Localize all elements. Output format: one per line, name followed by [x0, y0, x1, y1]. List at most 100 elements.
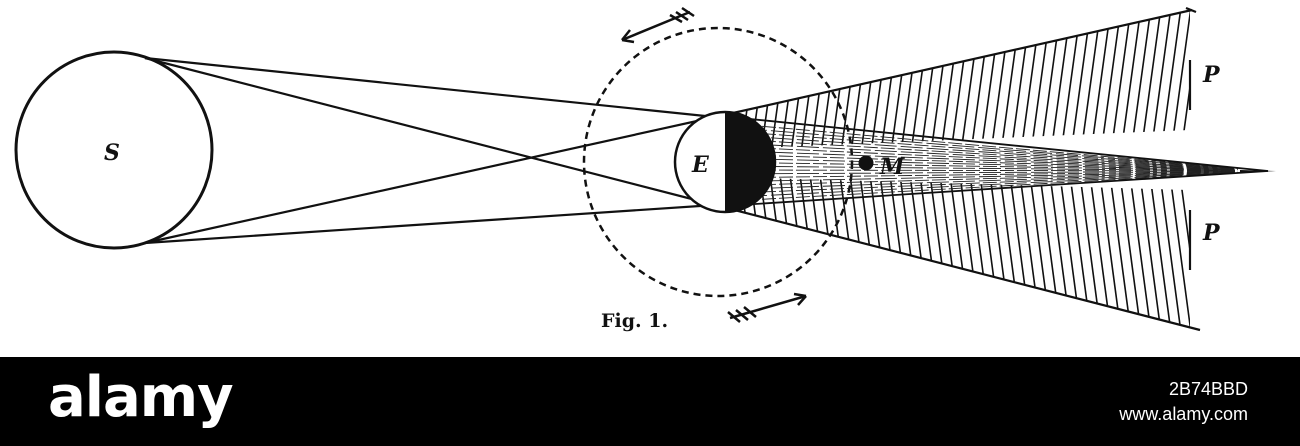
hatch-line: [1079, 178, 1103, 328]
umbra-line: [744, 172, 1239, 197]
hatch-line: [1129, 178, 1153, 328]
hatch-line: [1139, 10, 1163, 148]
hatch-line: [1049, 10, 1073, 148]
umbra-line: [744, 169, 1239, 172]
hatch-line: [1099, 10, 1123, 148]
sun-label: S: [104, 140, 120, 166]
hatch-line: [969, 178, 993, 328]
penumbra-boundaries: [714, 6, 1201, 332]
hatch-line: [969, 10, 993, 148]
watermark-image-id: 2B74BBD: [1168, 379, 1248, 399]
hatch-line: [929, 178, 953, 328]
umbra-line: [744, 170, 1239, 175]
hatch-line: [839, 10, 863, 148]
hatch-line: [939, 178, 963, 328]
umbra-tip: [1240, 170, 1276, 173]
hatch-line: [879, 178, 903, 328]
umbra-line: [744, 158, 1239, 171]
umbra-line: [744, 171, 1239, 186]
eclipse-diagram: S E M P P Fig. 1.: [14, 6, 1276, 340]
hatch-line: [779, 178, 803, 328]
hatch-line: [1169, 10, 1190, 148]
orbit-arrow-bottom: [727, 292, 807, 323]
umbra-line: [744, 171, 1239, 194]
moon: [858, 155, 874, 171]
hatch-line: [799, 10, 823, 148]
umbra-line: [744, 170, 1239, 179]
hatch-line: [959, 10, 983, 148]
hatch-line: [1039, 10, 1063, 148]
hatch-line: [849, 178, 873, 328]
hatch-line: [1069, 10, 1093, 148]
hatch-line: [1149, 178, 1173, 328]
hatch-line: [1200, 175, 1222, 340]
watermark-bar: alamy 2B74BBD www.alamy.com: [0, 357, 1300, 446]
moon-orbit: [582, 26, 854, 298]
umbra-line: [744, 162, 1239, 171]
earth: [673, 110, 777, 214]
hatch-line: [1029, 10, 1053, 148]
umbra-line: [744, 139, 1239, 170]
hatch-line: [1119, 178, 1143, 328]
hatch-line: [1189, 178, 1190, 328]
hatch-line: [999, 178, 1023, 328]
umbra-line: [744, 171, 1239, 190]
umbra-cone: [744, 124, 1239, 201]
hatch-line: [979, 10, 1003, 148]
hatch-line: [1039, 178, 1063, 328]
hatch-line: [919, 178, 943, 328]
hatch-line: [1139, 178, 1163, 328]
hatch-line: [949, 178, 973, 328]
hatch-line: [949, 10, 973, 148]
hatch-line: [859, 178, 883, 328]
umbra-line: [744, 143, 1239, 170]
hatch-line: [959, 178, 983, 328]
hatch-line: [1149, 10, 1173, 148]
watermark-logo: alamy: [48, 365, 234, 430]
hatch-line: [979, 178, 1003, 328]
light-rays: [144, 56, 716, 245]
moon-label: M: [879, 154, 905, 180]
umbra-line: [744, 165, 1239, 172]
penumbra-hatching-top: [739, 10, 1190, 148]
umbra-line: [744, 124, 1239, 169]
hatch-line: [1009, 178, 1033, 328]
hatch-line: [989, 10, 1013, 148]
hatch-line: [1159, 178, 1183, 328]
sun-circle: [14, 50, 214, 250]
orbit-arrow-top: [621, 6, 695, 44]
hatch-line: [769, 10, 793, 148]
figure-caption: Fig. 1.: [601, 310, 668, 332]
hatch-line: [839, 178, 863, 328]
hatch-line: [1109, 178, 1133, 328]
hatch-line: [1009, 10, 1033, 148]
hatch-line: [1069, 178, 1093, 328]
hatch-line: [1059, 10, 1083, 148]
umbra-boundaries: [739, 117, 1269, 206]
hatch-line: [809, 10, 833, 148]
hatch-line: [1059, 178, 1083, 328]
hatch-line: [929, 10, 953, 148]
earth-label: E: [691, 152, 710, 178]
hatch-line: [1019, 178, 1043, 328]
hatch-line: [1089, 178, 1113, 328]
umbra-line: [744, 131, 1239, 170]
hatch-line: [1169, 178, 1190, 328]
hatch-line: [759, 178, 783, 328]
umbra-line: [744, 171, 1239, 182]
hatch-line: [939, 10, 963, 148]
hatch-line: [769, 178, 793, 328]
umbra-line: [744, 135, 1239, 170]
hatch-line: [1019, 10, 1043, 148]
diagram-area: S E M P P Fig. 1.: [14, 6, 1276, 340]
hatch-line: [1079, 10, 1103, 148]
watermark-url: www.alamy.com: [1119, 404, 1248, 424]
penumbra-label-upper: P: [1202, 62, 1221, 88]
umbra-line: [744, 128, 1239, 169]
hatch-line: [989, 178, 1013, 328]
penumbra-label-lower: P: [1202, 220, 1221, 246]
hatch-line: [1089, 10, 1113, 148]
hatch-line: [869, 178, 893, 328]
hatch-line: [889, 10, 913, 148]
hatch-line: [999, 10, 1023, 148]
